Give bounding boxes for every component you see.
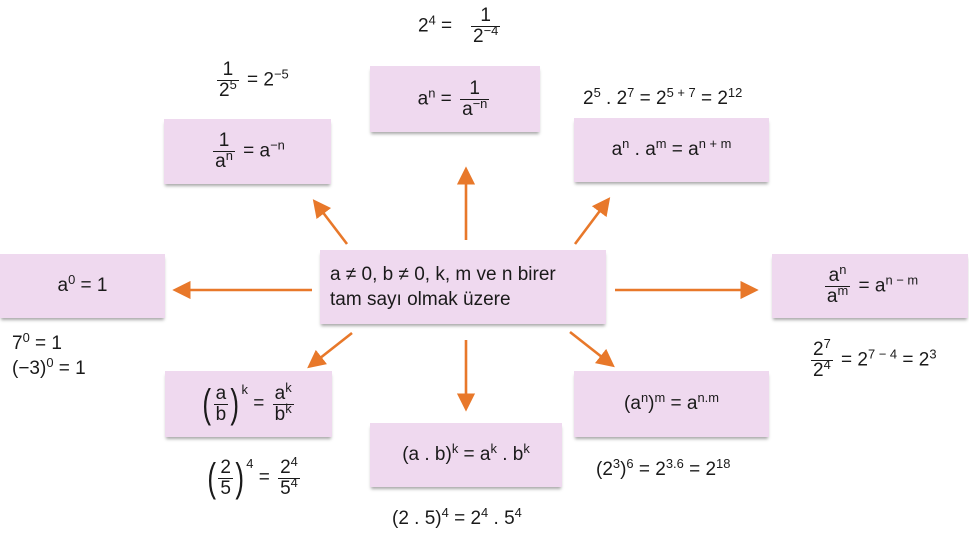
rule-product: an . am = an + m — [611, 135, 732, 160]
rule-power-of-power-box: (an)m = an.m — [574, 371, 769, 437]
rule-zero-power: a0 = 1 — [57, 271, 108, 296]
rule-product-power-box: (a . b)k = ak . bk — [370, 423, 562, 487]
example-product: 25 . 27 = 25 + 7 = 212 — [583, 84, 743, 109]
rule-product-power: (a . b)k = ak . bk — [402, 440, 530, 465]
rule-product-box: an . am = an + m — [574, 118, 769, 182]
example-zero-power-b: (−3)0 = 1 — [12, 354, 86, 379]
center-condition-box: a ≠ 0, b ≠ 0, k, m ve n birer tam sayı o… — [320, 250, 606, 324]
arrow-up-right — [573, 197, 611, 245]
arrow-up-left — [312, 199, 349, 245]
example-power-of-power: (23)6 = 23.6 = 218 — [596, 455, 731, 480]
rule-power-of-power: (an)m = an.m — [624, 389, 719, 414]
center-line-1: a ≠ 0, b ≠ 0, k, m ve n birer — [330, 264, 556, 285]
rule-zero-power-box: a0 = 1 — [0, 254, 165, 318]
example-product-power: (2 . 5)4 = 24 . 54 — [392, 504, 522, 529]
center-line-2: tam sayı olmak üzere — [330, 289, 511, 310]
example-zero-power-a: 70 = 1 — [12, 329, 62, 354]
arrow-down-right — [569, 330, 615, 368]
arrow-down-left — [307, 331, 353, 369]
